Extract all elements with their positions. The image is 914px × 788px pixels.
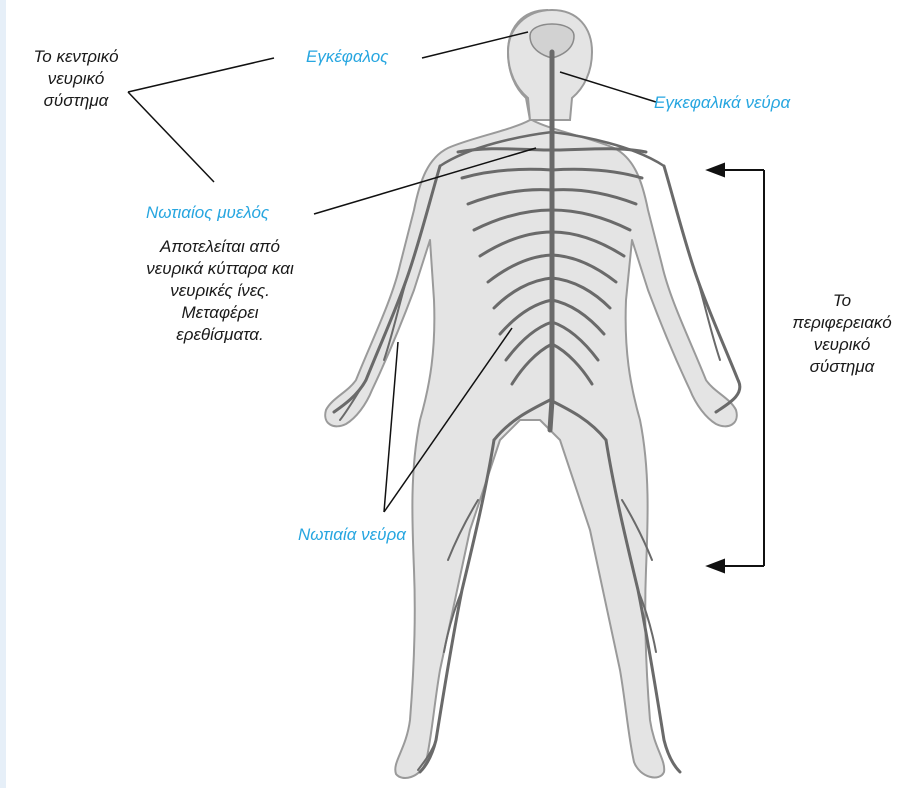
cns-label-line: Το κεντρικό xyxy=(6,46,146,68)
brain-label: Εγκέφαλος xyxy=(306,46,388,68)
pns-label-line: περιφερειακό xyxy=(772,312,912,334)
spinal-cord-description-line: νευρικές ίνες. xyxy=(120,280,320,302)
spinal-cord-description-line: νευρικά κύτταρα και xyxy=(120,258,320,280)
body-silhouette xyxy=(325,10,737,778)
leader-spinal-nerves-left xyxy=(384,342,398,512)
pns-label-line: νευρικό xyxy=(772,334,912,356)
cns-label-line: σύστημα xyxy=(6,90,146,112)
pns-label-line: Το xyxy=(772,290,912,312)
spinal-cord-label: Νωτιαίος μυελός xyxy=(146,202,269,224)
body-outline xyxy=(325,10,737,778)
spinal-cord-description-line: Μεταφέρει xyxy=(120,302,320,324)
spinal-cord-description-line: Αποτελείται από xyxy=(120,236,320,258)
spinal-cord-line xyxy=(550,52,552,430)
arrow-head-bottom xyxy=(708,560,724,572)
cranial-nerves-label: Εγκεφαλικά νεύρα xyxy=(654,92,790,114)
arrow-head-top xyxy=(708,164,724,176)
spinal-cord-description-line: ερεθίσματα. xyxy=(120,324,320,346)
pns-label-line: σύστημα xyxy=(772,356,912,378)
spinal-nerves-label: Νωτιαία νεύρα xyxy=(298,524,406,546)
pns-bracket xyxy=(708,164,764,572)
cns-label: Το κεντρικό νευρικό σύστημα xyxy=(6,46,146,112)
pns-label: Το περιφερειακό νευρικό σύστημα xyxy=(772,290,912,378)
nerve-branch xyxy=(696,275,720,360)
leader-cns-top xyxy=(128,58,274,92)
spinal-cord-description: Αποτελείται από νευρικά κύτταρα και νευρ… xyxy=(120,236,320,346)
cns-label-line: νευρικό xyxy=(6,68,146,90)
